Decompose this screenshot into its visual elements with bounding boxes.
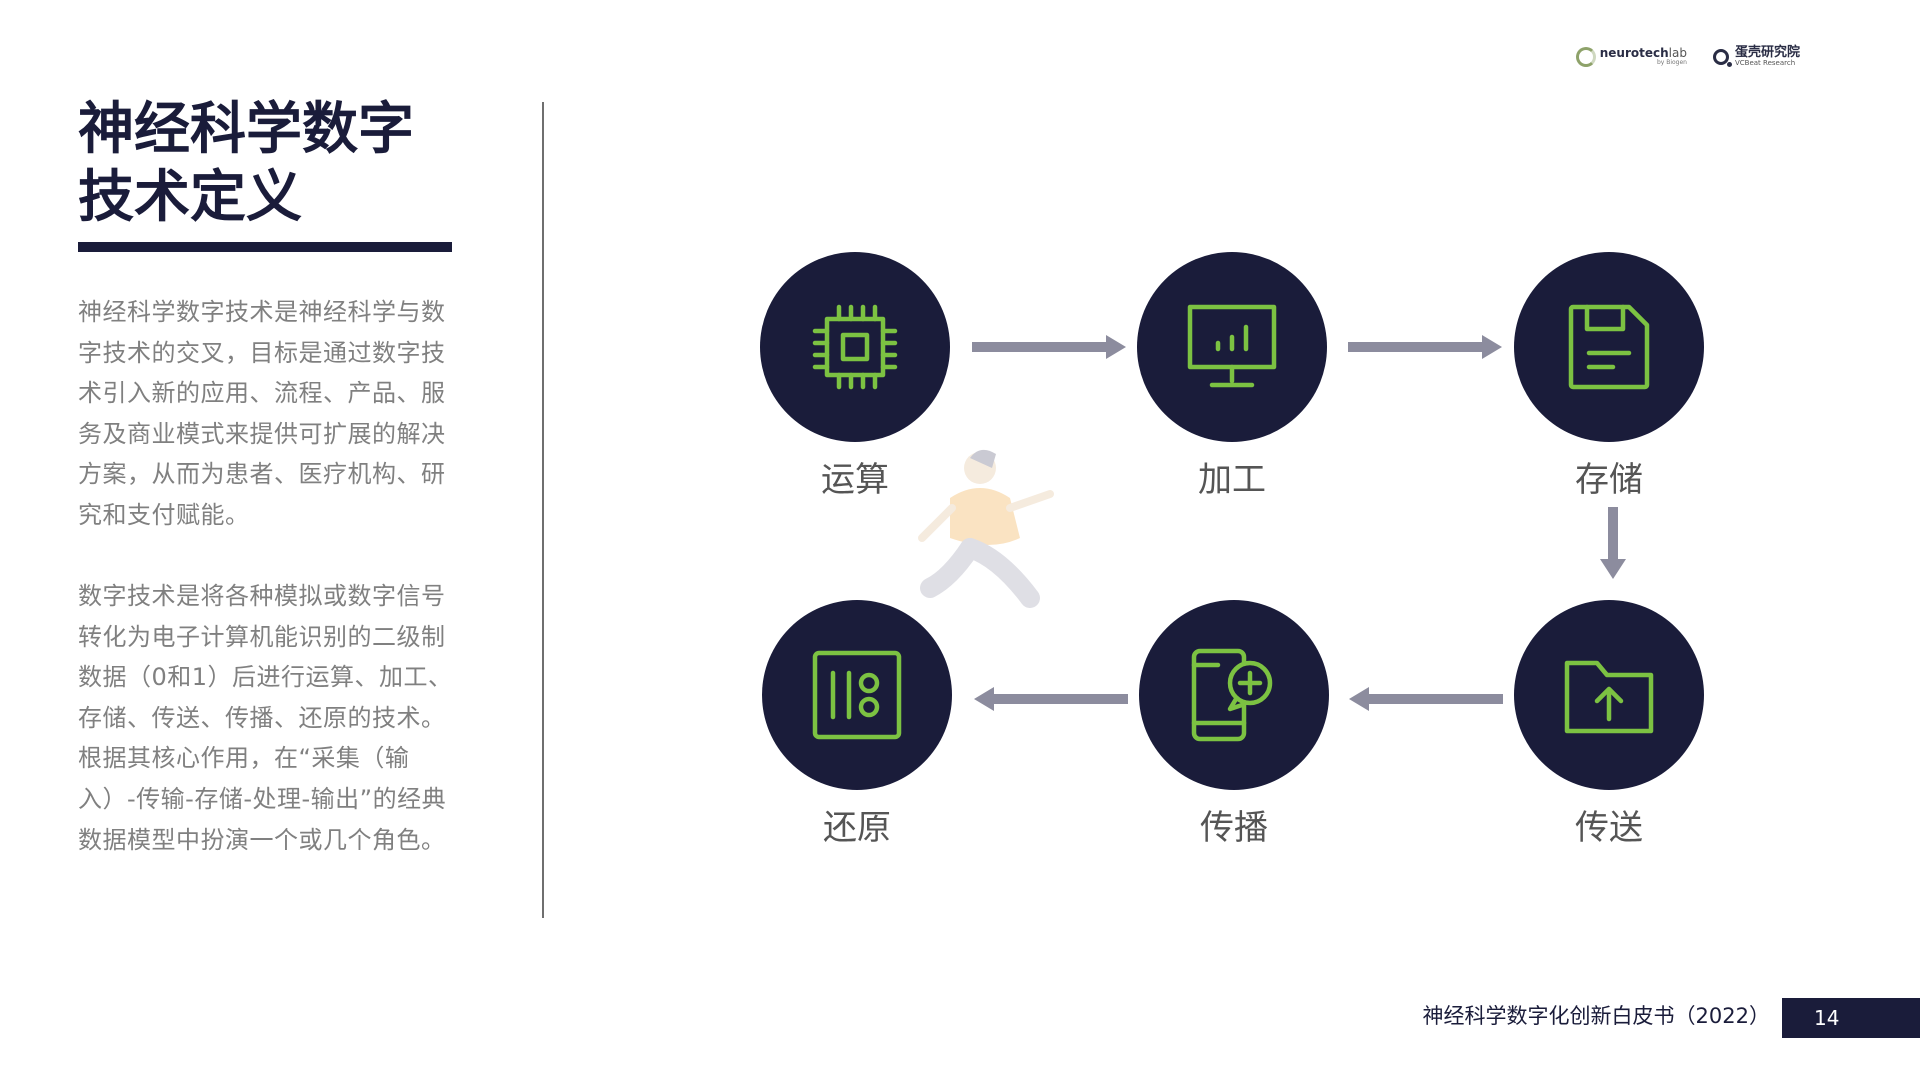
arrow-compute-to-process xyxy=(972,335,1126,359)
floppy-disk-icon xyxy=(1568,304,1650,390)
phone-medical-chat-icon xyxy=(1191,648,1273,742)
page-title-line2: 技术定义 xyxy=(78,165,302,230)
vcbeat-logo-cn: 蛋壳研究院 xyxy=(1734,45,1800,60)
definition-paragraph: 神经科学数字技术是神经科学与数字技术的交叉，目标是通过数字技术引入新的应用、流程… xyxy=(78,298,446,529)
neurotech-logo: neurotechlab by Biogen xyxy=(1575,46,1687,67)
neurotech-logo-text: neurotech xyxy=(1599,46,1669,61)
folder-upload-icon xyxy=(1564,660,1654,734)
node-compute xyxy=(760,252,950,442)
node-label-storage: 存储 xyxy=(1575,460,1643,500)
arrow-storage-to-transmit xyxy=(1600,507,1626,579)
header-logos: neurotechlab by Biogen 蛋壳研究院 VCBeat Rese… xyxy=(1575,45,1800,68)
neurotech-ring-icon xyxy=(1575,46,1596,67)
page-title: 神经科学数字 技术定义 xyxy=(78,96,458,232)
vcbeat-logo: 蛋壳研究院 VCBeat Research xyxy=(1712,45,1800,68)
node-label-compute: 运算 xyxy=(821,460,889,500)
neurotech-logo-suffix: lab xyxy=(1668,46,1687,61)
monitor-chart-icon xyxy=(1187,304,1277,388)
vertical-divider xyxy=(542,102,544,918)
node-restore xyxy=(762,600,952,790)
running-person-watermark xyxy=(918,449,1054,608)
node-broadcast xyxy=(1139,600,1329,790)
arrow-process-to-storage xyxy=(1348,335,1502,359)
arrow-broadcast-to-restore xyxy=(974,687,1128,711)
binary-display-icon xyxy=(812,650,902,740)
chip-icon xyxy=(812,304,898,390)
title-underline xyxy=(78,242,452,252)
node-storage xyxy=(1514,252,1704,442)
page-number-box: 14 xyxy=(1782,998,1920,1038)
vcbeat-o-icon xyxy=(1712,48,1732,67)
vcbeat-logo-en: VCBeat Research xyxy=(1734,59,1796,68)
page-title-line1: 神经科学数字 xyxy=(78,97,414,162)
node-label-broadcast: 传播 xyxy=(1200,808,1268,848)
node-transmit xyxy=(1514,600,1704,790)
arrow-transmit-to-broadcast xyxy=(1349,687,1503,711)
footer-report-title: 神经科学数字化创新白皮书（2022） xyxy=(1422,1004,1770,1028)
digital-tech-paragraph: 数字技术是将各种模拟或数字信号转化为电子计算机能识别的二级制数据（0和1）后进行… xyxy=(78,582,453,854)
page-number: 14 xyxy=(1814,1006,1840,1030)
node-label-transmit: 传送 xyxy=(1575,808,1643,848)
node-label-process: 加工 xyxy=(1198,460,1266,500)
neurotech-logo-sub: by Biogen xyxy=(1656,59,1687,67)
node-process xyxy=(1137,252,1327,442)
node-label-restore: 还原 xyxy=(823,808,891,848)
